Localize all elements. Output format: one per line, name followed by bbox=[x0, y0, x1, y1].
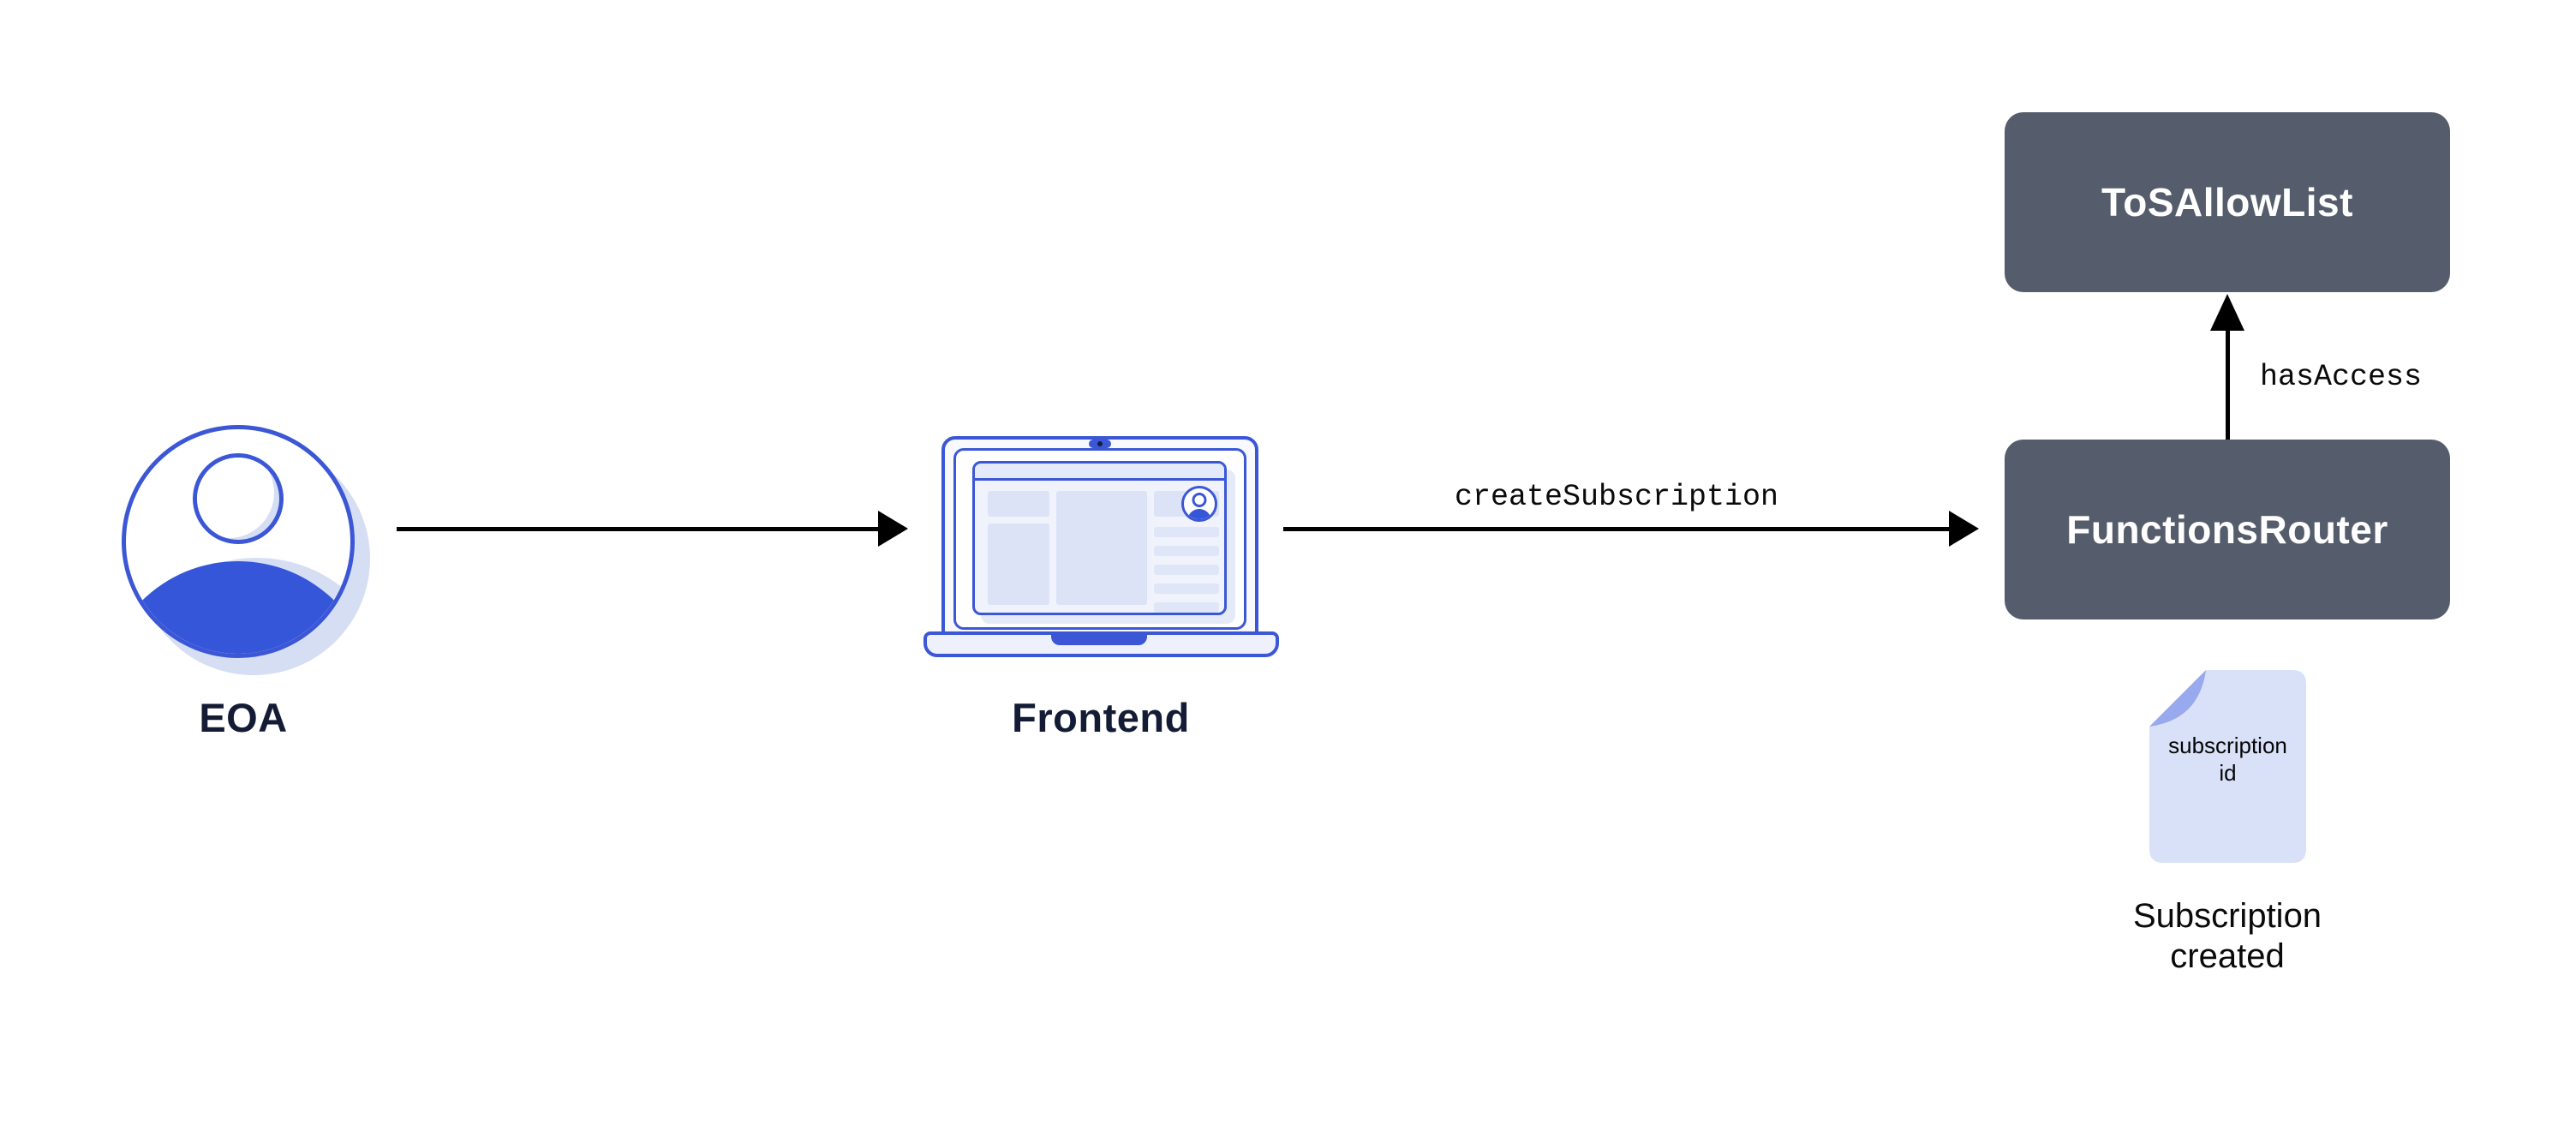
frontend-label: Frontend bbox=[1012, 695, 1190, 740]
subscription-created-caption: Subscription created bbox=[2099, 896, 2356, 977]
mini-avatar-head bbox=[1192, 493, 1207, 507]
user-avatar-icon bbox=[122, 425, 355, 658]
arrowhead-right-icon bbox=[1949, 511, 1979, 547]
profile-avatar-icon bbox=[1181, 486, 1217, 522]
arrow-frontend-to-functions-router bbox=[1283, 511, 1979, 547]
functions-router-node: FunctionsRouter bbox=[2005, 440, 2450, 619]
eoa-node bbox=[122, 425, 379, 682]
content-line bbox=[1154, 565, 1219, 575]
content-line bbox=[1154, 602, 1219, 613]
edge-label-has-access: hasAccess bbox=[2260, 360, 2423, 394]
content-line bbox=[1154, 527, 1219, 537]
avatar-head bbox=[193, 453, 284, 544]
arrowhead-up-icon bbox=[2210, 294, 2244, 331]
edge-label-create-subscription: createSubscription bbox=[1454, 480, 1779, 514]
caption-line2: created bbox=[2170, 937, 2285, 975]
content-block bbox=[1056, 491, 1147, 605]
arrowhead-right-icon bbox=[878, 511, 908, 547]
subscription-document: subscription id bbox=[2149, 670, 2306, 863]
tos-allow-list-label: ToSAllowList bbox=[2101, 180, 2353, 224]
document-shape bbox=[2149, 670, 2306, 863]
document-text: subscription id bbox=[2149, 732, 2306, 787]
eoa-label: EOA bbox=[199, 695, 288, 740]
arrow-functions-router-to-tos-allow-list bbox=[2210, 294, 2244, 440]
document-text-line2: id bbox=[2219, 760, 2237, 786]
content-block bbox=[988, 524, 1049, 605]
tos-allow-list-node: ToSAllowList bbox=[2005, 112, 2450, 292]
browser-window bbox=[972, 461, 1227, 615]
laptop-notch bbox=[1051, 635, 1147, 645]
content-line bbox=[1154, 583, 1219, 594]
document-text-line1: subscription bbox=[2168, 733, 2287, 758]
arrow-eoa-to-frontend bbox=[397, 511, 908, 547]
content-block bbox=[988, 491, 1049, 517]
browser-topbar bbox=[975, 464, 1224, 481]
document-icon bbox=[2149, 670, 2306, 863]
content-line bbox=[1154, 546, 1219, 556]
document-fold bbox=[2149, 670, 2206, 727]
mini-avatar-body bbox=[1187, 509, 1211, 519]
laptop-camera bbox=[1089, 440, 1111, 448]
laptop-base bbox=[923, 631, 1279, 657]
caption-line1: Subscription bbox=[2132, 897, 2322, 935]
functions-router-label: FunctionsRouter bbox=[2066, 507, 2388, 552]
frontend-node bbox=[923, 433, 1279, 657]
